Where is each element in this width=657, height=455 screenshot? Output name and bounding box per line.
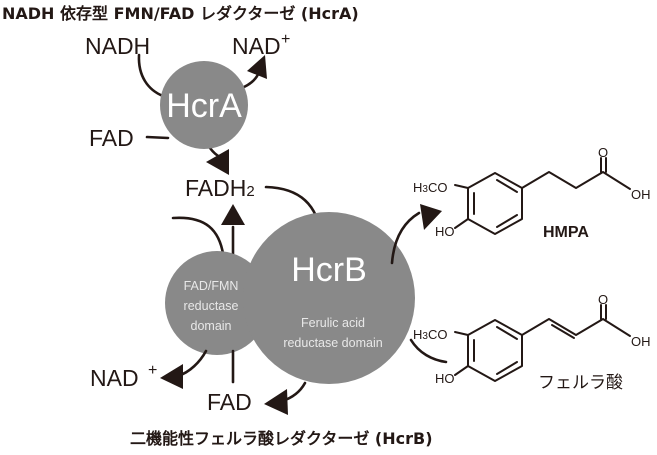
domain2-line1: Ferulic acid <box>301 316 365 330</box>
ferulic-methoxy: H3CO <box>413 327 447 342</box>
fadh2-up-arrowhead <box>221 204 245 225</box>
fad-to-hcra-line <box>145 135 170 140</box>
hcrb-to-hmpa-line <box>390 211 421 265</box>
nad-bottom-label: NAD <box>90 365 139 391</box>
fad-bottom-label: FAD <box>207 389 252 415</box>
fad-bottom-arrowhead <box>264 389 288 415</box>
hmpa-carbonyl-o: O <box>598 145 608 160</box>
domain2-line2: reductase domain <box>283 336 382 350</box>
hmpa-benzene-ring <box>467 172 523 235</box>
hmpa-acid-oh: OH <box>631 187 651 202</box>
ferulic-to-hcrb-line <box>409 338 448 364</box>
hmpa-methoxy: H3CO <box>413 180 447 195</box>
ferulic-carbonyl-o: O <box>598 292 608 307</box>
hcra-title: NADH 依存型 FMN/FAD レダクターゼ (HcrA) <box>2 4 359 23</box>
domain1-line2: reductase <box>184 299 239 313</box>
nad-top-label: NAD <box>232 33 281 59</box>
nad-bottom-arrowhead <box>160 364 183 389</box>
hcrb-title: 二機能性フェルラ酸レダクターゼ (HcrB) <box>130 429 433 448</box>
ferulic-hydroxyl: HO <box>435 371 455 386</box>
hcrb-label: HcrB <box>291 251 367 289</box>
domain1-line3: domain <box>191 319 232 333</box>
ferulic-acid-structure: O OH H3CO HO <box>413 292 651 386</box>
hmpa-hydroxyl: HO <box>435 224 455 239</box>
hcra-label: HcrA <box>166 87 242 125</box>
nad-top-plus: + <box>281 31 290 48</box>
nad-bottom-plus: + <box>148 362 157 379</box>
ferulic-acid-label: フェルラ酸 <box>538 373 623 392</box>
fad-fmn-domain-circle <box>165 251 269 355</box>
hmpa-structure: O OH H3CO HO <box>413 145 651 239</box>
hmpa-arrowhead <box>420 204 442 230</box>
nadh-to-hcra-line <box>137 53 165 98</box>
hmpa-label: HMPA <box>543 224 589 241</box>
ferulic-benzene-ring <box>467 319 523 382</box>
ferulic-acid-oh: OH <box>631 334 651 349</box>
domain1-line1: FAD/FMN <box>184 279 239 293</box>
ferulic-acid-domain-circle <box>243 212 415 384</box>
fadh2-arrowhead <box>206 149 229 175</box>
hcra-enzyme-circle <box>160 61 248 149</box>
fad-top-label: FAD <box>89 125 134 151</box>
fadh2-label: FADH2 <box>185 175 255 201</box>
nad-arrowhead <box>247 55 267 79</box>
nadh-top-label: NADH <box>85 33 150 59</box>
